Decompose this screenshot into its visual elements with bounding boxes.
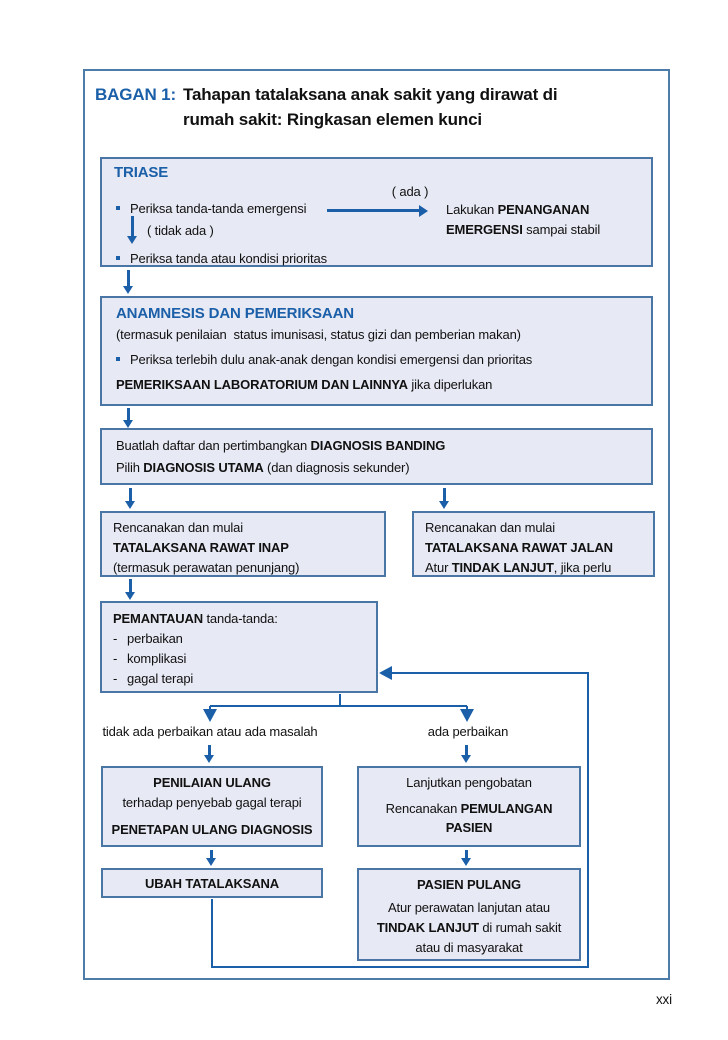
anamnesis-lab-line: PEMERIKSAAN LABORATORIUM DAN LAINNYA jik… <box>116 377 493 392</box>
penilaian-line2: terhadap penyebab gagal terapi <box>122 795 302 811</box>
pemantauan-item-label: perbaikan <box>127 631 183 647</box>
lanjutkan-pengobatan-box: Lanjutkan pengobatan Rencanakan PEMULANG… <box>357 766 581 847</box>
arrow-diagnosis-to-rawat-inap-icon <box>125 488 135 509</box>
rawat-jalan-line3: Atur TINDAK LANJUT, jika perlu <box>425 560 612 576</box>
anamnesis-bullet1-label: Periksa terlebih dulu anak-anak dengan k… <box>130 352 533 367</box>
page-title: BAGAN 1: Tahapan tatalaksana anak sakit … <box>95 83 558 132</box>
triase-bullet1: Periksa tanda-tanda emergensi <box>116 201 336 216</box>
arrow-triase-to-anamnesis-icon <box>123 270 133 294</box>
triase-heading: TRIASE <box>114 164 169 181</box>
page-frame <box>83 69 670 980</box>
arrow-rawat-inap-to-pemantauan-icon <box>125 579 135 600</box>
branch-label-no-improvement: tidak ada perbaikan atau ada masalah <box>102 724 318 739</box>
page-title-line1: Tahapan tatalaksana anak sakit yang dira… <box>182 85 558 104</box>
pemantauan-heading: PEMANTAUAN tanda-tanda: <box>113 611 278 626</box>
anamnesis-subtitle: (termasuk penilaian status imunisasi, st… <box>116 327 521 342</box>
penilaian-line1: PENILAIAN ULANG <box>153 775 271 790</box>
ada-label: ( ada ) <box>391 184 429 199</box>
pasien-pulang-box: PASIEN PULANG Atur perawatan lanjutan at… <box>357 868 581 961</box>
pulang-line4: atau di masyarakat <box>415 940 523 956</box>
arrow-left-branch-to-penilaian-icon <box>204 745 214 763</box>
penilaian-line3: PENETAPAN ULANG DIAGNOSIS <box>111 822 313 838</box>
rawat-inap-line2: TATALAKSANA RAWAT INAP <box>113 540 289 556</box>
pulang-line2: Atur perawatan lanjutan atau <box>387 900 551 916</box>
tidak-ada-label: ( tidak ada ) <box>147 223 214 238</box>
bullet-icon <box>116 206 120 210</box>
lanjutkan-line2: Rencanakan PEMULANGAN <box>385 800 553 816</box>
triase-box: TRIASE Periksa tanda-tanda emergensi ( a… <box>100 157 653 267</box>
page-title-prefix: BAGAN 1: <box>95 85 176 104</box>
penilaian-ulang-box: PENILAIAN ULANG terhadap penyebab gagal … <box>101 766 323 847</box>
arrow-anamnesis-to-diagnosis-icon <box>123 408 133 428</box>
ubah-tatalaksana-label: UBAH TATALAKSANA <box>144 875 280 891</box>
rawat-jalan-line1: Rencanakan dan mulai <box>425 520 555 535</box>
pemantauan-item: - perbaikan <box>113 629 365 649</box>
triase-bullet2-label: Periksa tanda atau kondisi prioritas <box>130 251 327 266</box>
rawat-jalan-box: Rencanakan dan mulai TATALAKSANA RAWAT J… <box>412 511 655 577</box>
pemantauan-item: - komplikasi <box>113 649 365 669</box>
triase-bullet1-label: Periksa tanda-tanda emergensi <box>130 201 307 216</box>
triase-bullet2: Periksa tanda atau kondisi prioritas <box>116 251 376 266</box>
pemantauan-box: PEMANTAUAN tanda-tanda: - perbaikan - ko… <box>100 601 378 693</box>
pemantauan-item-label: komplikasi <box>127 651 187 667</box>
page-title-text: Tahapan tatalaksana anak sakit yang dira… <box>183 83 558 132</box>
dash-icon: - <box>113 631 118 647</box>
bullet-icon <box>116 357 120 361</box>
pulang-line3: TINDAK LANJUT di rumah sakit <box>376 920 562 936</box>
page-number: xxi <box>655 992 672 1007</box>
diagnosis-line2: Pilih DIAGNOSIS UTAMA (dan diagnosis sek… <box>116 460 410 475</box>
arrow-tidak-ada-icon <box>127 216 137 244</box>
anamnesis-bullet1: Periksa terlebih dulu anak-anak dengan k… <box>116 352 637 367</box>
dash-icon: - <box>113 671 118 687</box>
rawat-inap-line3: (termasuk perawatan penunjang) <box>113 560 300 576</box>
diagnosis-line1: Buatlah daftar dan pertimbangkan DIAGNOS… <box>116 438 446 453</box>
anamnesis-heading: ANAMNESIS DAN PEMERIKSAAN <box>116 305 354 322</box>
emergency-action-text: Lakukan PENANGANAN EMERGENSI sampai stab… <box>446 202 601 238</box>
arrow-lanjutkan-to-pulang-icon <box>461 850 471 866</box>
bullet-icon <box>116 256 120 260</box>
page-title-line2: rumah sakit: Ringkasan elemen kunci <box>182 109 482 129</box>
rawat-jalan-line2: TATALAKSANA RAWAT JALAN <box>425 540 613 556</box>
arrow-ada-icon <box>327 204 428 217</box>
anamnesis-box: ANAMNESIS DAN PEMERIKSAAN (termasuk peni… <box>100 296 653 406</box>
rawat-inap-box: Rencanakan dan mulai TATALAKSANA RAWAT I… <box>100 511 386 577</box>
pulang-line1: PASIEN PULANG <box>417 877 521 892</box>
arrow-penilaian-to-ubah-icon <box>206 850 216 866</box>
diagnosis-box: Buatlah daftar dan pertimbangkan DIAGNOS… <box>100 428 653 485</box>
pemantauan-item: - gagal terapi <box>113 669 365 689</box>
rawat-inap-line1: Rencanakan dan mulai <box>113 520 243 535</box>
lanjutkan-line3: PASIEN <box>445 819 493 835</box>
lanjutkan-line1: Lanjutkan pengobatan <box>406 775 532 790</box>
ubah-tatalaksana-box: UBAH TATALAKSANA <box>101 868 323 898</box>
pemantauan-item-label: gagal terapi <box>127 671 194 687</box>
arrow-diagnosis-to-rawat-jalan-icon <box>439 488 449 509</box>
dash-icon: - <box>113 651 118 667</box>
arrow-right-branch-to-lanjutkan-icon <box>461 745 471 763</box>
branch-label-improvement: ada perbaikan <box>427 724 509 739</box>
